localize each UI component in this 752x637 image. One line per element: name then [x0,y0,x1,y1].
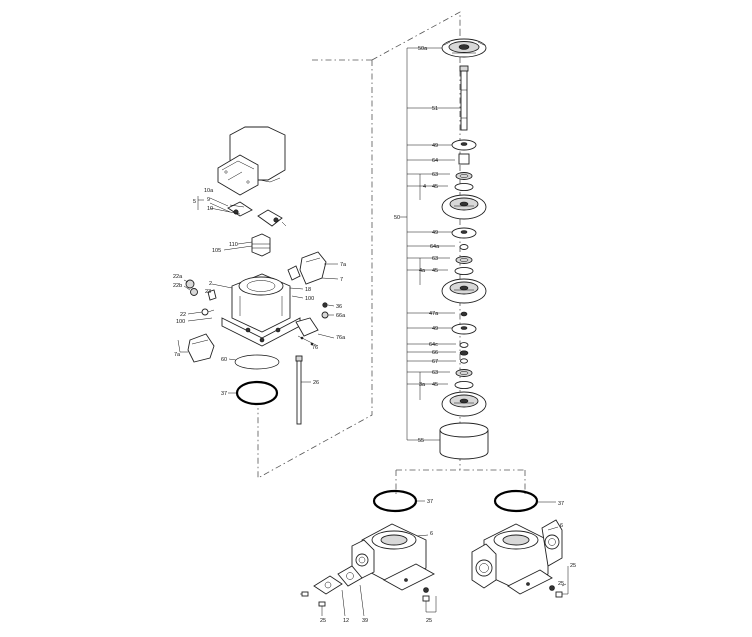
pump-head [221,273,301,347]
callout-37-right: 37 [558,501,564,507]
coupling-guard-bottom [187,333,215,363]
callout-110: 110 [229,242,238,248]
chamber-4a [441,278,487,304]
ring-45-2 [454,266,474,276]
part-64c [459,342,469,348]
motor [217,126,286,196]
ring-45-3 [454,380,474,390]
drain-plug-right [549,585,563,598]
ring-63-1 [455,172,473,180]
callout-22b: 22b [173,283,182,289]
callout-45-3: 45 [432,382,438,388]
chamber-3a [441,391,487,417]
callout-49-3: 49 [432,326,438,332]
callout-100-left: 100 [176,319,185,325]
chamber-stack-bracket [406,47,462,441]
pump-base-inline [351,523,435,591]
callout-5: 5 [193,199,196,205]
callout-6-right: 6 [560,523,563,529]
tie-bolt [295,355,303,425]
callout-67: 67 [432,359,438,365]
callout-26: 26 [313,380,319,386]
top-chamber-plate [441,38,487,58]
bolt-parts [321,302,329,319]
callout-7a-top: 7a [340,262,347,268]
callout-45-1: 45 [432,184,438,190]
coupling-guard-top [287,251,327,285]
coupling-parts [209,197,287,227]
callout-66a: 66a [336,313,346,319]
callout-22a: 22a [173,274,183,280]
callout-63-1: 63 [432,172,438,178]
callout-22: 22 [180,312,186,318]
callout-64: 64 [432,158,438,164]
callout-9: 9 [207,197,210,203]
callout-49-1: 49 [432,143,438,149]
callout-100-right: 100 [305,296,314,302]
callout-25-b: 25 [426,618,432,624]
o-ring-60 [234,354,280,370]
callout-37-mid: 37 [427,499,433,505]
callout-2: 2 [209,281,212,287]
callout-49-2: 49 [432,230,438,236]
callout-55: 55 [418,438,424,444]
callout-64a: 64a [430,244,440,250]
callout-50: 50 [394,215,400,221]
callout-51: 51 [432,106,438,112]
callout-45-2: 45 [432,268,438,274]
shaft-seal-part [251,233,271,257]
spacer-64a [459,244,469,250]
o-ring-37-mid [372,489,418,513]
o-ring-37-left [235,380,279,406]
callout-10a: 10a [204,188,214,194]
outer-sleeve [439,422,489,460]
part-66 [459,350,469,356]
spacer-64 [458,153,470,165]
pump-shaft [459,65,469,131]
assembly-leader-right [395,455,526,495]
callout-3a: 3a [419,382,426,388]
callout-63-2: 63 [432,256,438,262]
callout-25-a: 25 [320,618,326,624]
callout-39: 39 [362,618,368,624]
assembly-boundary-line [257,11,461,479]
callout-23: 23 [205,289,211,295]
callout-37-left: 37 [221,391,227,397]
callout-25-c: 25 [570,563,576,569]
callout-47a: 47a [429,311,439,317]
guard-plate-right [295,317,319,347]
drain-plug-mid [422,587,430,602]
callout-64c: 64c [429,342,438,348]
callout-60: 60 [221,357,227,363]
o-ring-37-right [493,489,539,513]
callout-76a: 76a [336,335,346,341]
callout-76: 76 [312,345,318,351]
vent-screw-parts [185,279,217,316]
ring-45-1 [454,182,474,192]
callout-25-d: 25 [558,581,564,587]
part-67 [460,358,468,364]
callout-6-mid: 6 [430,531,433,537]
chamber-4 [441,194,487,220]
callout-105: 105 [212,248,221,254]
callout-63-3: 63 [432,370,438,376]
callout-4: 4 [423,184,426,190]
part-47a [460,311,468,317]
callout-66: 66 [432,350,438,356]
callout-7a-bottom: 7a [174,352,181,358]
ring-63-2 [455,256,473,264]
callout-7: 7 [340,277,343,283]
flange-parts [300,565,363,607]
callout-36: 36 [336,304,342,310]
ring-63-3 [455,369,473,377]
callout-4a: 4a [419,268,426,274]
callout-18: 18 [305,287,311,293]
callout-50a: 50a [418,46,428,52]
callout-12: 12 [343,618,349,624]
pump-base-right [471,519,563,595]
callout-10: 10 [207,206,213,212]
